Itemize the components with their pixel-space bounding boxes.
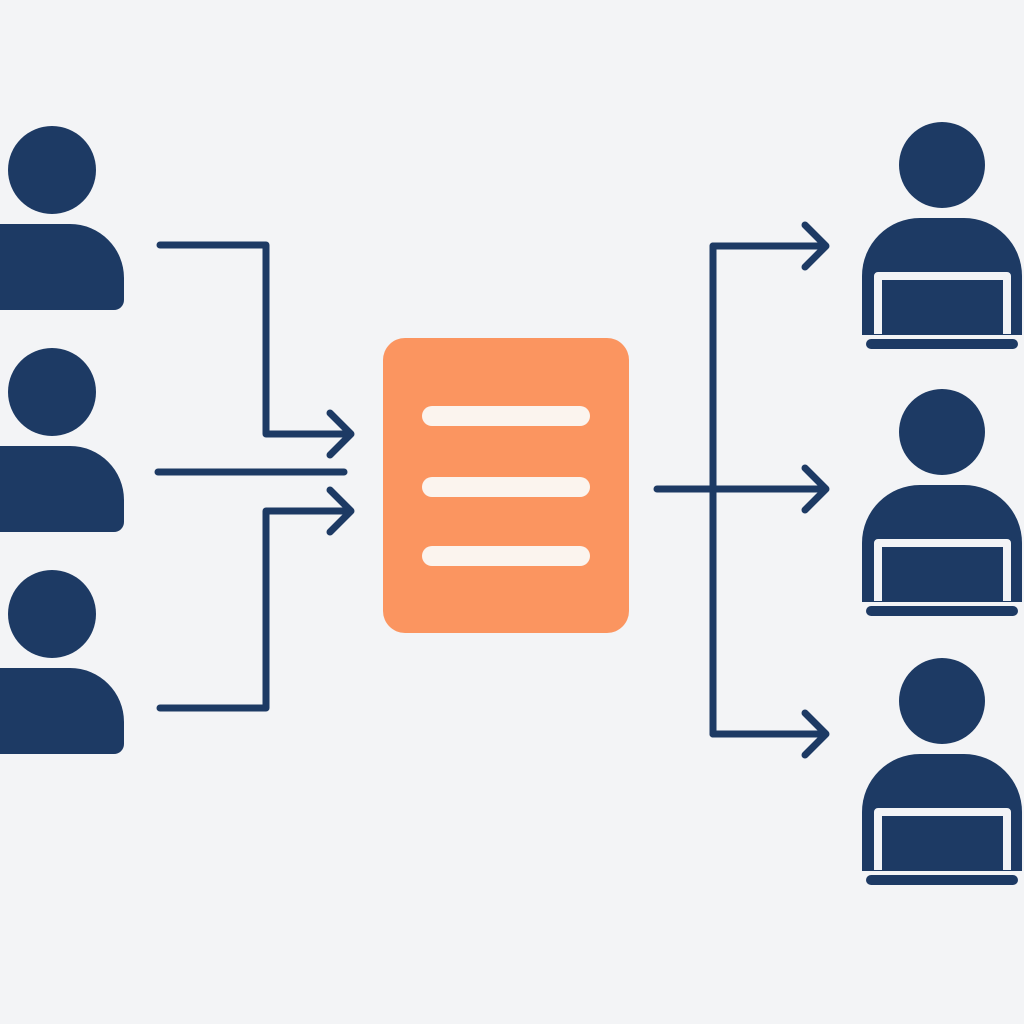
arrow-head-icon [801, 464, 830, 514]
input-connector-1 [156, 241, 352, 438]
input-connectors [154, 241, 355, 712]
input-connector-3 [156, 507, 352, 712]
document-line-3 [422, 546, 590, 566]
target-user-3-icon [862, 658, 1022, 885]
source-user-2-icon [0, 348, 124, 532]
arrow-head-icon [801, 221, 830, 271]
document-line-2 [422, 477, 590, 497]
target-user-2-icon [862, 389, 1022, 616]
source-user-1-icon [0, 126, 124, 310]
arrow-head-icon [326, 486, 355, 536]
document-hub-icon [383, 338, 629, 633]
arrow-head-icon [326, 409, 355, 459]
output-connectors [653, 221, 830, 759]
source-user-3-icon [0, 570, 124, 754]
document-line-1 [422, 406, 590, 426]
arrow-head-icon [801, 709, 830, 759]
target-user-1-icon [862, 122, 1022, 349]
